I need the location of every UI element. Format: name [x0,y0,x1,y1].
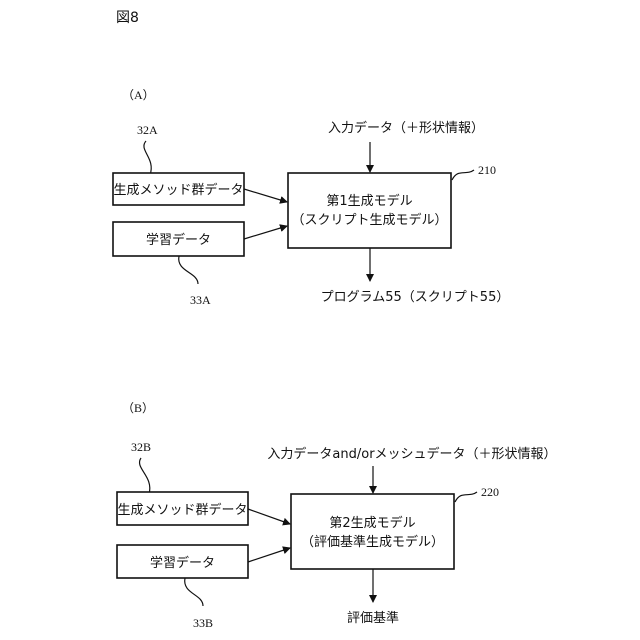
panel-a-output-text: プログラム55（スクリプト55） [321,290,510,305]
panel-b-model-ref: 220 [481,485,499,499]
panel-a-input-text: 入力データ（＋形状情報） [328,120,484,136]
panel-a-method-arrow [244,189,287,202]
panel-b-model-line1: 第2生成モデル [329,515,415,531]
panel-a-ref-learning: 33A [190,293,211,307]
panel-b-output-text: 評価基準 [347,610,399,626]
panel-a-label: （A） [122,88,155,102]
panel-a-model-line1: 第1生成モデル [326,193,412,209]
panel-a-model-box [288,173,451,248]
panel-b: （B） 32B 生成メソッド群データ 学習データ 33B 入力データand/or… [117,401,557,630]
panel-b-ref-method-leader [139,458,149,494]
panel-b-label: （B） [122,401,154,415]
panel-a-ref-method: 32A [137,123,158,137]
panel-b-ref-learning-leader [185,578,203,606]
panel-a-model-line2: （スクリプト生成モデル） [291,212,447,228]
panel-b-model-line2: （評価基準生成モデル） [301,534,444,550]
panel-b-method-arrow [248,509,290,524]
panel-b-input-text: 入力データand/orメッシュデータ（＋形状情報） [267,446,556,462]
panel-b-model-box [291,494,454,569]
panel-b-ref-learning: 33B [193,616,213,630]
panel-a-learning-box-label: 学習データ [146,232,211,248]
panel-a-model-ref: 210 [478,163,496,177]
panel-a-model-ref-leader [452,170,474,180]
panel-b-ref-method: 32B [131,440,151,454]
panel-b-model-ref-leader [455,492,477,502]
figure-label: 図8 [116,10,139,26]
panel-a-learning-arrow [244,226,287,239]
panel-a-ref-method-leader [144,141,151,175]
panel-b-learning-arrow [248,548,290,562]
panel-a-ref-learning-leader [179,256,198,284]
panel-a: （A） 32A 生成メソッド群データ 学習データ 33A 入力データ（＋形状情報… [113,88,509,307]
panel-b-learning-box-label: 学習データ [150,555,215,571]
panel-b-method-box-label: 生成メソッド群データ [117,502,247,518]
panel-a-method-box-label: 生成メソッド群データ [113,182,243,198]
